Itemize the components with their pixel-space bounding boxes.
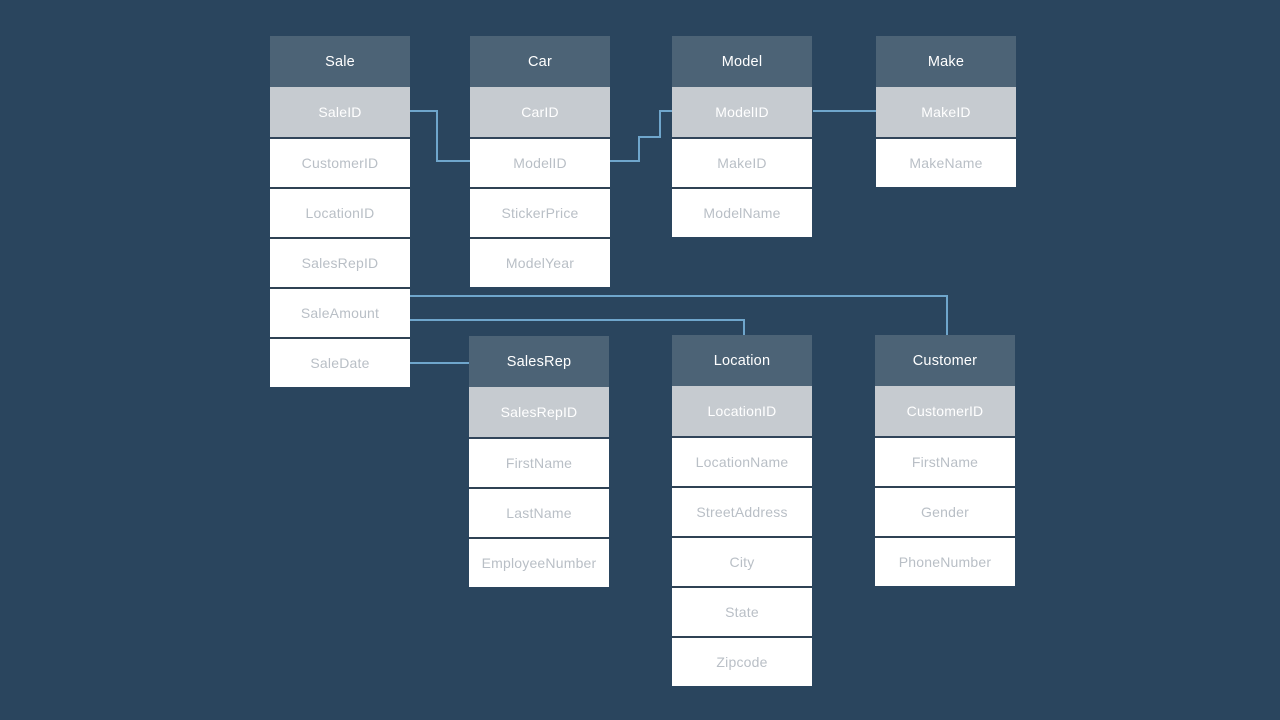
entity-table-header-salesrep: SalesRep: [469, 336, 609, 387]
field-row-customer-customerid[interactable]: CustomerID: [875, 386, 1015, 436]
field-row-sale-saleid[interactable]: SaleID: [270, 87, 410, 137]
rel-car-model: [609, 110, 673, 162]
field-row-make-makeid[interactable]: MakeID: [876, 87, 1016, 137]
field-row-salesrep-firstname[interactable]: FirstName: [469, 437, 609, 487]
field-row-customer-firstname[interactable]: FirstName: [875, 436, 1015, 486]
field-row-location-locationid[interactable]: LocationID: [672, 386, 812, 436]
field-row-salesrep-salesrepid[interactable]: SalesRepID: [469, 387, 609, 437]
entity-table-header-model: Model: [672, 36, 812, 87]
field-row-car-carid[interactable]: CarID: [470, 87, 610, 137]
field-row-location-city[interactable]: City: [672, 536, 812, 586]
field-row-model-makeid[interactable]: MakeID: [672, 137, 812, 187]
field-row-model-modelname[interactable]: ModelName: [672, 187, 812, 237]
entity-table-header-location: Location: [672, 335, 812, 386]
field-row-sale-customerid[interactable]: CustomerID: [270, 137, 410, 187]
field-row-sale-saledate[interactable]: SaleDate: [270, 337, 410, 387]
field-row-model-modelid[interactable]: ModelID: [672, 87, 812, 137]
field-row-salesrep-lastname[interactable]: LastName: [469, 487, 609, 537]
field-row-sale-saleamount[interactable]: SaleAmount: [270, 287, 410, 337]
field-row-location-locationname[interactable]: LocationName: [672, 436, 812, 486]
entity-table-header-make: Make: [876, 36, 1016, 87]
rel-sale-customer: [409, 295, 948, 337]
field-row-location-zipcode[interactable]: Zipcode: [672, 636, 812, 686]
field-row-customer-phonenumber[interactable]: PhoneNumber: [875, 536, 1015, 586]
field-row-car-modelid[interactable]: ModelID: [470, 137, 610, 187]
rel-sale-location: [409, 319, 745, 337]
entity-table-header-car: Car: [470, 36, 610, 87]
field-row-salesrep-employeenumber[interactable]: EmployeeNumber: [469, 537, 609, 587]
field-row-sale-locationid[interactable]: LocationID: [270, 187, 410, 237]
field-row-customer-gender[interactable]: Gender: [875, 486, 1015, 536]
field-row-car-stickerprice[interactable]: StickerPrice: [470, 187, 610, 237]
rel-sale-car: [409, 110, 471, 162]
field-row-sale-salesrepid[interactable]: SalesRepID: [270, 237, 410, 287]
field-row-location-streetaddress[interactable]: StreetAddress: [672, 486, 812, 536]
field-row-make-makename[interactable]: MakeName: [876, 137, 1016, 187]
entity-table-header-customer: Customer: [875, 335, 1015, 386]
field-row-location-state[interactable]: State: [672, 586, 812, 636]
field-row-car-modelyear[interactable]: ModelYear: [470, 237, 610, 287]
entity-table-header-sale: Sale: [270, 36, 410, 87]
